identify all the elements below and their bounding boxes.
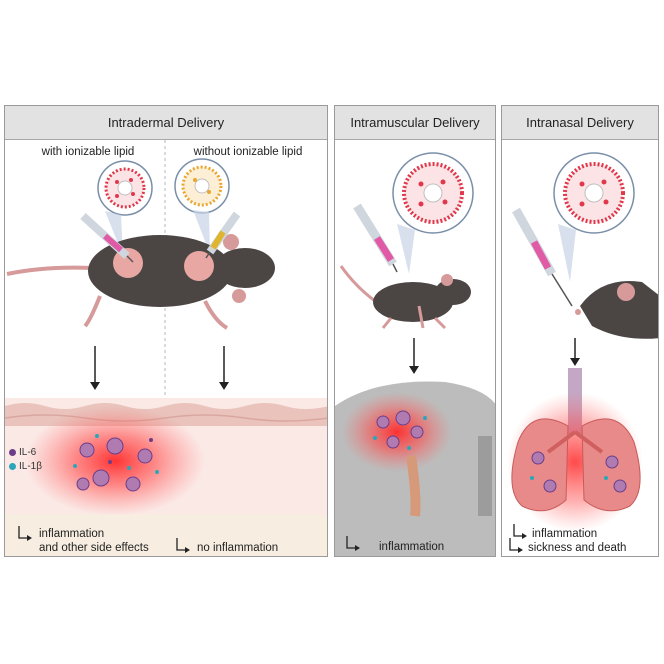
bent-arrow-2-icon bbox=[509, 538, 520, 551]
syringe-right-icon bbox=[205, 211, 241, 259]
bent-arrow-left-icon bbox=[18, 526, 29, 539]
lnp-icon bbox=[553, 152, 635, 234]
intramuscular-caption: inflammation bbox=[379, 541, 445, 553]
il1b-legend-dot bbox=[9, 462, 16, 470]
arrow-down-icon bbox=[409, 338, 419, 374]
intranasal-title: Intranasal Delivery bbox=[502, 106, 658, 140]
mouse-head bbox=[575, 281, 658, 339]
intranasal-illustration bbox=[507, 152, 658, 553]
intradermal-title: Intradermal Delivery bbox=[5, 106, 327, 140]
intranasal-caption-2: sickness and death bbox=[528, 542, 627, 554]
arrow-down-left-icon bbox=[90, 346, 100, 390]
right-caption: no inflammation bbox=[197, 542, 279, 554]
cytokine-legend: IL-6 IL-1β bbox=[9, 446, 42, 474]
intradermal-panel: Intradermal Delivery bbox=[4, 105, 328, 557]
left-caption-1: inflammation bbox=[39, 528, 105, 540]
lnp-icon bbox=[392, 152, 474, 234]
syringe-icon bbox=[353, 203, 398, 273]
intramuscular-panel: Intramuscular Delivery bbox=[334, 105, 496, 557]
il1b-legend-label: IL-1β bbox=[19, 461, 42, 472]
muscle-closeup bbox=[335, 381, 495, 556]
without-lipid-label: without ionizable lipid bbox=[193, 146, 303, 158]
left-caption-2: and other side effects bbox=[39, 542, 149, 554]
il6-legend-label: IL-6 bbox=[19, 447, 37, 458]
lungs bbox=[507, 368, 643, 532]
immune-cells bbox=[73, 434, 159, 492]
intramuscular-illustration bbox=[335, 152, 495, 556]
syringe-left-icon bbox=[80, 213, 134, 263]
bent-arrow-icon bbox=[346, 536, 357, 549]
arrow-down-right-icon bbox=[219, 346, 229, 390]
intramuscular-title: Intramuscular Delivery bbox=[335, 106, 495, 140]
bent-arrow-right-icon bbox=[176, 538, 187, 551]
intranasal-panel: Intranasal Delivery bbox=[501, 105, 659, 557]
intranasal-caption-1: inflammation bbox=[532, 528, 598, 540]
mouse-top-view bbox=[6, 234, 275, 330]
lnp-with-lipid-icon bbox=[97, 160, 153, 216]
arrow-down-icon bbox=[570, 338, 580, 366]
bent-arrow-1-icon bbox=[513, 524, 524, 537]
lnp-without-lipid-icon bbox=[174, 158, 230, 214]
mouse-side-view bbox=[339, 265, 471, 330]
il6-legend-dot bbox=[9, 448, 16, 456]
syringe-icon bbox=[512, 207, 573, 307]
skin-cross-section bbox=[5, 398, 327, 556]
intradermal-illustration bbox=[5, 140, 327, 556]
with-lipid-label: with ionizable lipid bbox=[41, 146, 135, 158]
